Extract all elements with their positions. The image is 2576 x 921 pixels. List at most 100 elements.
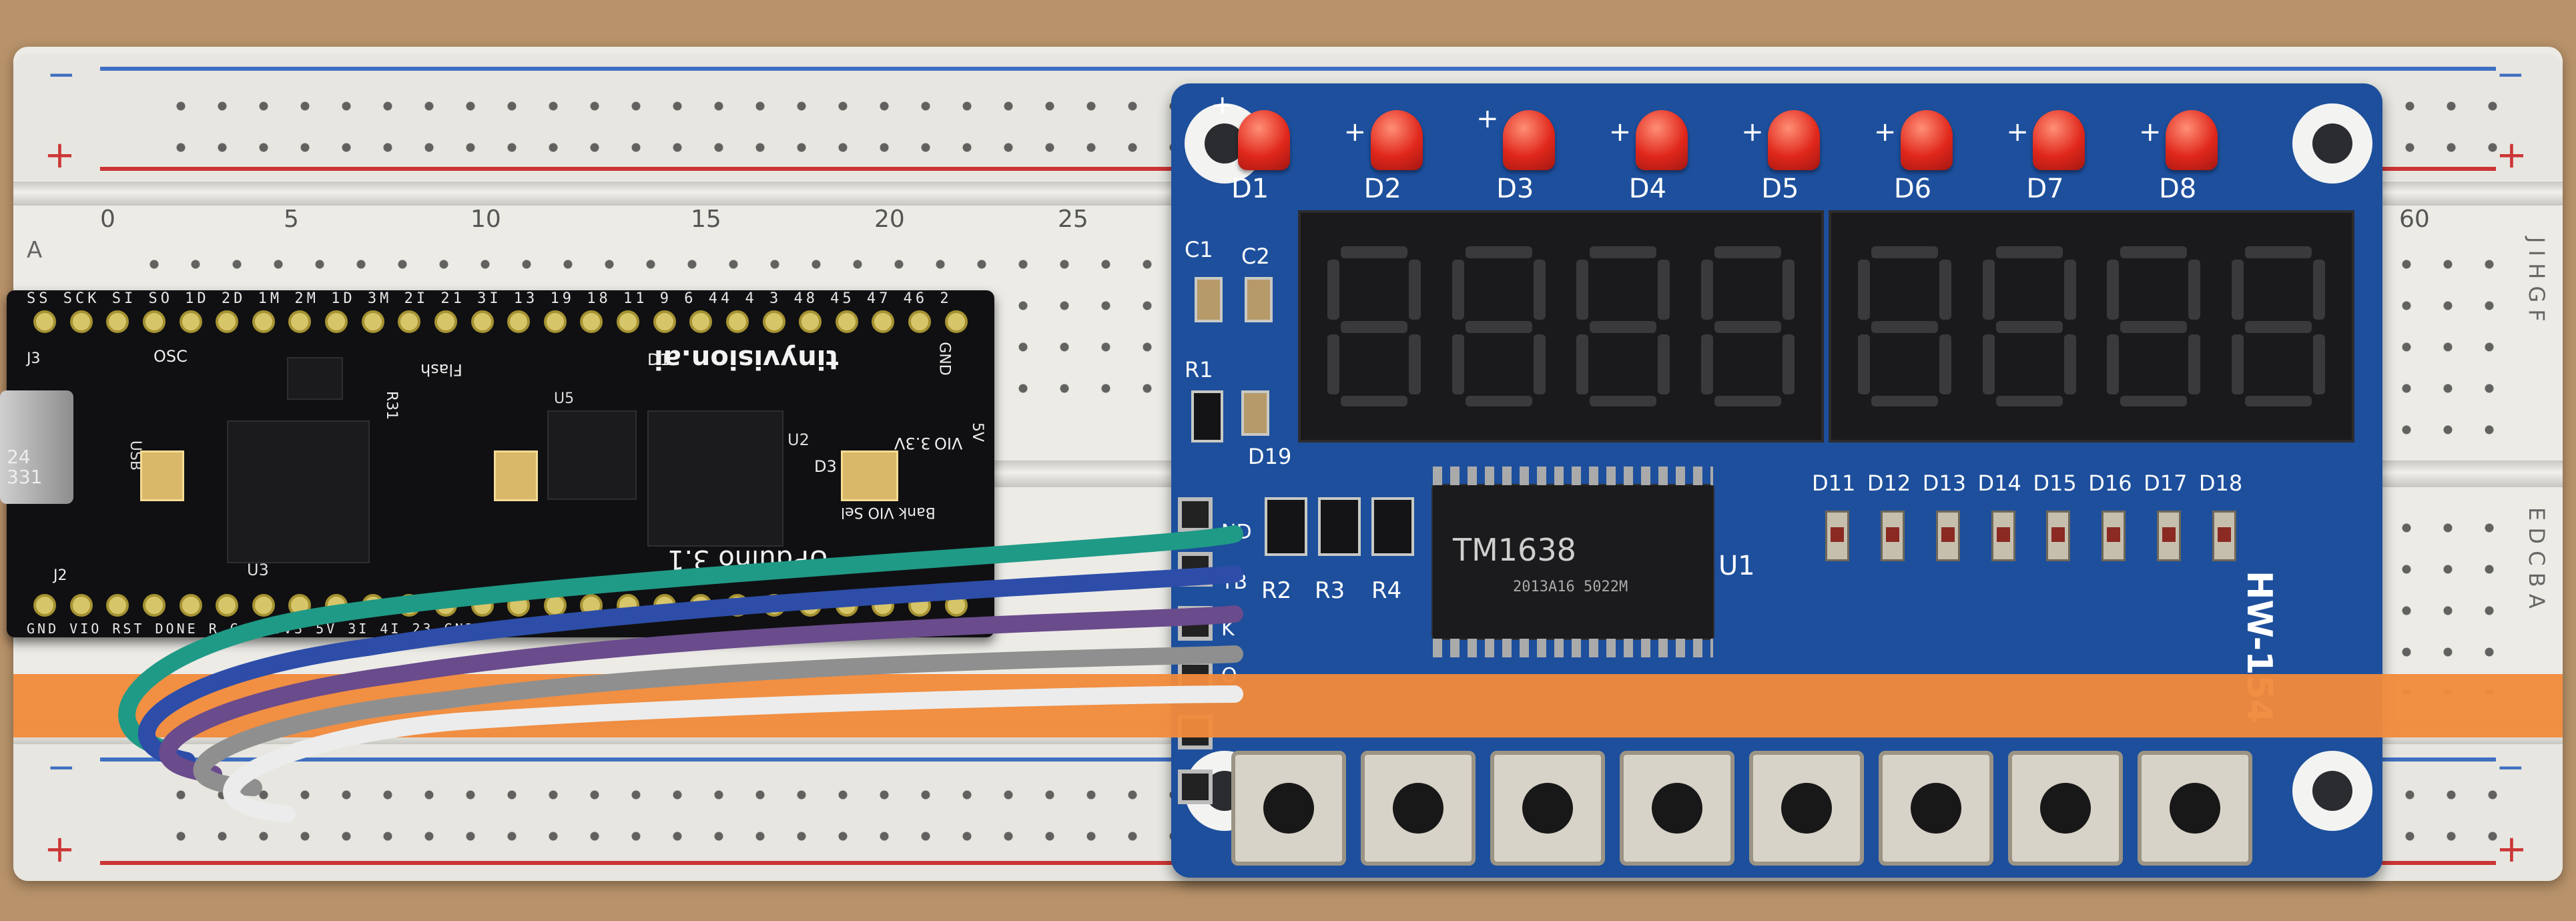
usb-bridge-chip [227, 420, 370, 563]
led-label: D3 [1496, 174, 1534, 204]
diode-label: D13 [1922, 471, 1967, 496]
led-plus: + [2006, 117, 2029, 147]
header-pin [1178, 497, 1213, 532]
pin-pad [361, 310, 384, 333]
row-number-15: 15 [691, 206, 721, 233]
tactile-button-s4[interactable] [1620, 751, 1734, 866]
bottom-rail-holes-right [2389, 774, 2523, 849]
diode-d16: D16 [2088, 471, 2142, 631]
digit-row [1327, 246, 1795, 406]
diode-label: D18 [2198, 471, 2243, 496]
row-number-60: 60 [2399, 206, 2430, 233]
tactile-button-s5[interactable] [1749, 751, 1864, 866]
diode-d14: D14 [1978, 471, 2031, 631]
pin-pad [252, 594, 275, 617]
pin-pad [179, 594, 202, 617]
tactile-button-s3[interactable] [1490, 751, 1605, 866]
tactile-button-s6[interactable] [1879, 751, 1993, 866]
row-letter-a: A [2524, 593, 2549, 609]
hw154-board: +D1 +D2 +D3 +D4 +D5 +D6 +D7 +D8 C1 C2 R1… [1171, 83, 2382, 878]
led-d7: +D7 [2006, 90, 2133, 224]
diode-d15: D15 [2033, 471, 2086, 631]
diode-row: D11 D12 D13 D14 D15 D16 D17 D18 [1812, 471, 2252, 631]
tactile-button-s7[interactable] [2008, 751, 2123, 866]
led-d1: +D1 [1211, 90, 1338, 224]
red-led [1768, 110, 1821, 170]
led-label: D2 [1363, 174, 1401, 204]
pin-pad [470, 310, 494, 333]
led-d3: + D3 [1476, 90, 1603, 224]
row-letter-f: F [2524, 309, 2549, 322]
rail-minus-bottom-right: − [2496, 747, 2525, 788]
wire-teal [118, 525, 1243, 756]
row-letters-right-top: J I H G F [2516, 237, 2557, 322]
led-plus: + [2138, 117, 2162, 147]
pin-pad [908, 310, 931, 333]
led-row: +D1 +D2 +D3 +D4 +D5 +D6 +D7 +D8 [1211, 90, 2266, 224]
chip-code: 2013A16 5022M [1513, 579, 1628, 595]
pin-pad [325, 310, 348, 333]
red-led [1900, 110, 1953, 170]
diode [1825, 511, 1849, 561]
row-letter-d: D [2524, 527, 2549, 545]
digit [2107, 246, 2201, 406]
top-rail-holes [160, 85, 1175, 160]
pin-pad [69, 594, 93, 617]
tm1638-chip: TM1638 2013A16 5022M [1431, 467, 1714, 657]
led-d4: +D4 [1609, 90, 1736, 224]
seven-segment-display-right [1829, 210, 2354, 442]
pin-pad [799, 310, 822, 333]
resistor-r2 [1265, 497, 1307, 556]
led-plus: + [1608, 117, 1632, 147]
u1-label: U1 [1718, 551, 1755, 581]
pin-pad [580, 310, 603, 333]
digit [1452, 246, 1546, 406]
upper-terminal-holes-right [2386, 244, 2519, 444]
button-row [1231, 751, 2252, 866]
diode [2212, 511, 2236, 561]
diode [1880, 511, 1905, 561]
pin-pad [762, 310, 785, 333]
row-letter-c: C [2524, 551, 2549, 566]
led-plus: + [1741, 117, 1764, 147]
pin-pad [689, 310, 713, 333]
led-label: D1 [1231, 174, 1269, 204]
d1-label: D1 [647, 350, 670, 369]
pin-pad [106, 310, 129, 333]
rail-minus-top-left: − [47, 55, 76, 95]
pin-pad [872, 310, 895, 333]
solder-pad [494, 450, 538, 501]
pin-pad [398, 310, 421, 333]
d3-label: D3 [814, 457, 837, 476]
led-plus: + [1476, 103, 1499, 134]
pin-pad [252, 310, 275, 333]
chip-pins-top [1433, 467, 1713, 485]
digit [1700, 246, 1795, 406]
mounting-hole [2292, 751, 2372, 831]
tactile-button-s8[interactable] [2138, 751, 2252, 866]
lower-terminal-holes-right [2386, 507, 2519, 694]
diode-label: D12 [1867, 471, 1911, 496]
tactile-button-s1[interactable] [1231, 751, 1346, 866]
rail-minus-bottom-left: − [47, 747, 76, 788]
r1-label: R1 [1185, 357, 1213, 382]
seven-segment-display-left [1298, 210, 1824, 442]
led-label: D6 [1893, 174, 1932, 204]
pin-pad [179, 310, 202, 333]
j3-label: J3 [27, 350, 41, 367]
tactile-button-s2[interactable] [1361, 751, 1476, 866]
chip-pins-bottom [1433, 639, 1713, 657]
diode-d11: D11 [1812, 471, 1865, 631]
u5-label: U5 [554, 390, 575, 407]
pin-pad [216, 310, 239, 333]
resistor-r1 [1191, 390, 1223, 442]
osc-label: OSC [153, 347, 188, 366]
diode-label: D11 [1812, 471, 1856, 496]
led-d8: +D8 [2139, 90, 2266, 224]
pin-pad [33, 594, 56, 617]
diode [2046, 511, 2071, 561]
digit [1327, 246, 1421, 406]
row-letter-j: J [2524, 237, 2549, 244]
diode-d17: D17 [2144, 471, 2197, 631]
